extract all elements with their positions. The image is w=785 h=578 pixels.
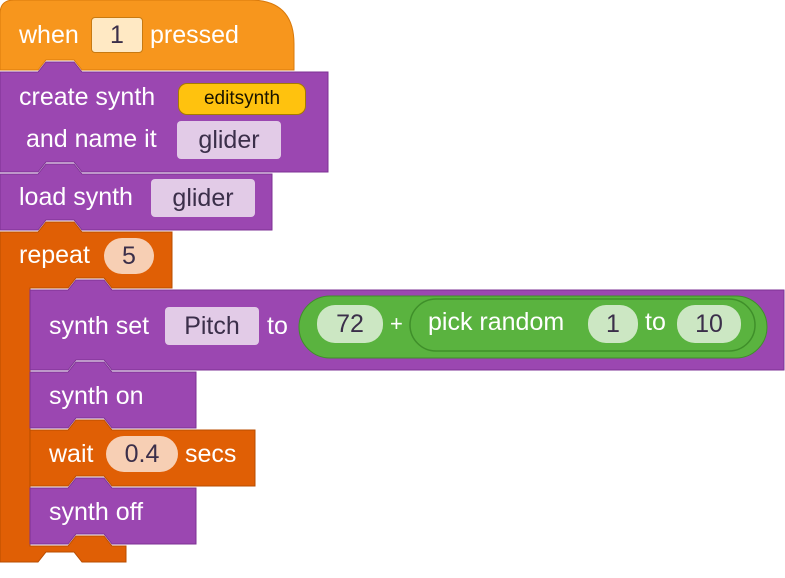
load-synth-name-field[interactable]: glider bbox=[151, 179, 255, 217]
pressed-label: pressed bbox=[150, 21, 239, 49]
wait-seconds-field[interactable]: 0.4 bbox=[106, 436, 178, 472]
synth-menu-dropdown[interactable]: editsynth bbox=[178, 83, 306, 115]
wait-label: wait bbox=[49, 440, 94, 468]
param-field[interactable]: Pitch bbox=[165, 307, 259, 345]
random-to-label: to bbox=[645, 308, 666, 336]
when-label: when bbox=[19, 21, 79, 49]
synth-on-label: synth on bbox=[49, 382, 144, 410]
repeat-block bbox=[0, 221, 173, 563]
synth-off-block bbox=[29, 477, 197, 545]
name-it-label: and name it bbox=[26, 125, 157, 153]
pick-random-reporter bbox=[409, 298, 756, 352]
random-from-field[interactable]: 1 bbox=[588, 305, 638, 343]
to-label: to bbox=[267, 312, 288, 340]
plus-operator-label: + bbox=[390, 311, 403, 336]
synth-off-label: synth off bbox=[49, 498, 144, 526]
when-key-pressed-block bbox=[0, 0, 295, 71]
load-synth-label: load synth bbox=[19, 183, 133, 211]
synth-on-block bbox=[29, 361, 197, 429]
create-synth-label: create synth bbox=[19, 83, 156, 111]
repeat-count-field[interactable]: 5 bbox=[104, 238, 154, 274]
add-left-field[interactable]: 72 bbox=[317, 305, 383, 343]
synth-set-label: synth set bbox=[49, 312, 150, 340]
synth-name-field[interactable]: glider bbox=[177, 121, 281, 159]
secs-label: secs bbox=[185, 440, 237, 468]
random-to-field[interactable]: 10 bbox=[677, 305, 741, 343]
repeat-label: repeat bbox=[19, 241, 90, 269]
pick-random-label: pick random bbox=[428, 308, 565, 336]
key-field[interactable]: 1 bbox=[91, 17, 143, 53]
